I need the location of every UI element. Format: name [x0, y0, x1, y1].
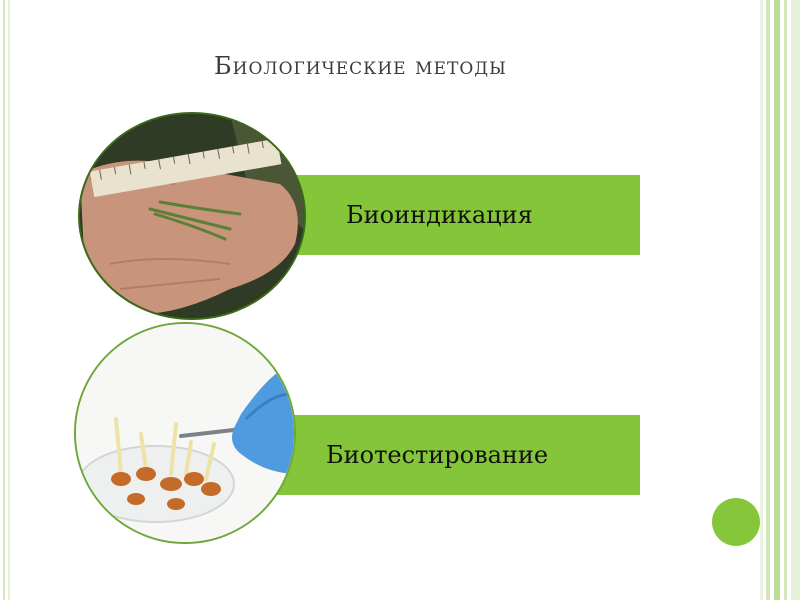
left-decor-line — [3, 0, 5, 600]
right-decor-stripes — [760, 0, 800, 600]
slide-title: Биологические методы — [214, 52, 507, 80]
method-bar-bioindication: Биоиндикация — [290, 175, 640, 255]
method-label-bioindication: Биоиндикация — [346, 201, 533, 229]
left-decor-line-inner — [8, 0, 10, 600]
hand-ruler-illustration — [80, 114, 304, 318]
seeds-tweezers-illustration — [76, 324, 294, 542]
method-bar-biotesting: Биотестирование — [270, 415, 640, 495]
photo-hand-ruler — [78, 112, 306, 320]
method-label-biotesting: Биотестирование — [326, 441, 549, 469]
decor-green-dot — [712, 498, 760, 546]
photo-seeds-petri-dish — [74, 322, 296, 544]
